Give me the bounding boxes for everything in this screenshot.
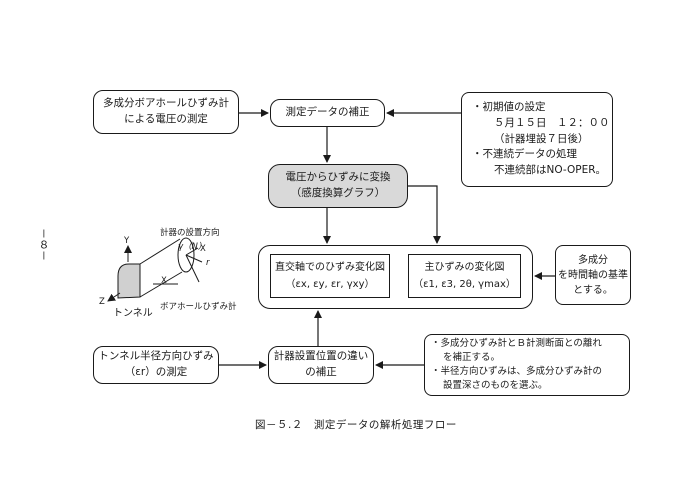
box-line: とする。 (573, 284, 613, 296)
illustration-title: 計器の設置方向 (160, 228, 220, 238)
box-line: （感度換算グラフ） (290, 187, 386, 199)
axis-x-inner-label: X (161, 276, 167, 286)
box-line: 不連続部はNO-OPER。 (494, 164, 607, 177)
box-line: （εr）の測定 (124, 366, 188, 378)
voltage-to-strain-box: 電圧からひずみに変換 （感度換算グラフ） (268, 164, 408, 208)
box-line: （ε1, ε3, 2θ, γmax） (413, 279, 516, 290)
box-line: ・多成分ひずみ計とＢ計測断面との離れ (431, 338, 602, 350)
box-line: を補正する。 (443, 352, 501, 364)
box-line: 設置深さのものを選ぶ。 (443, 379, 548, 391)
initial-settings-box: ・初期値の設定 ５月１５日 １２：００ （計器埋設７日後） ・不連続データの処理… (461, 92, 613, 187)
borehole-measurement-box: 多成分ボアホールひずみ計 による電圧の測定 (93, 90, 239, 134)
box-line: 多成分 (578, 254, 608, 266)
box-line: による電圧の測定 (124, 113, 208, 125)
data-correction-box: 測定データの補正 (270, 99, 385, 127)
box-line: ・不連続データの処理 (472, 148, 577, 161)
gauge-orientation-illustration (107, 237, 203, 302)
orthogonal-strain-box: 直交軸でのひずみ変化図 （εx, εy, εr, γxy） (270, 254, 390, 298)
box-line: トンネル半径方向ひずみ (98, 350, 214, 363)
box-line: 計器設置位置の違い (273, 350, 369, 363)
box-line: 電圧からひずみに変換 (285, 171, 391, 184)
box-line: 主ひずみの変化図 (424, 261, 505, 273)
tunnel-label: トンネル (113, 308, 153, 319)
box-line: ・初期値の設定 (472, 101, 546, 114)
b-section-note-box: ・多成分ひずみ計とＢ計測断面との離れ を補正する。 ・半径方向ひずみは、多成分ひ… (424, 334, 630, 396)
box-line: （計器埋設７日後） (494, 132, 589, 145)
axis-y-label: Y (124, 236, 130, 246)
box-line: ５月１５日 １２：００ (494, 116, 610, 129)
box-line: 測定データの補正 (285, 106, 370, 119)
axis-z-label: Z (99, 297, 105, 307)
illustration-gamma-label: γ（N） (178, 242, 207, 252)
page-number: －８－ (37, 228, 50, 261)
arrow-voltage-to-principal (408, 185, 441, 244)
box-line: の補正 (305, 366, 337, 378)
principal-strain-box: 主ひずみの変化図 （ε1, ε3, 2θ, γmax） (408, 254, 521, 298)
time-axis-box: 多成分 を時間軸の基準 とする。 (555, 245, 631, 305)
tunnel-radial-box: トンネル半径方向ひずみ （εr）の測定 (93, 346, 219, 384)
box-line: を時間軸の基準 (558, 269, 628, 281)
position-correction-box: 計器設置位置の違い の補正 (268, 346, 374, 384)
box-line: 多成分ボアホールひずみ計 (103, 97, 229, 110)
gauge-label: ボアホールひずみ計 (160, 302, 237, 312)
box-line: 直交軸でのひずみ変化図 (275, 261, 385, 273)
axis-r-label: r (206, 258, 210, 268)
box-line: ・半径方向ひずみは、多成分ひずみ計の (431, 366, 603, 377)
box-line: （εx, εy, εr, γxy） (285, 279, 375, 290)
figure-caption: 図－５.２ 測定データの解析処理フロー (255, 419, 457, 431)
axis-x-label: X (200, 244, 206, 254)
